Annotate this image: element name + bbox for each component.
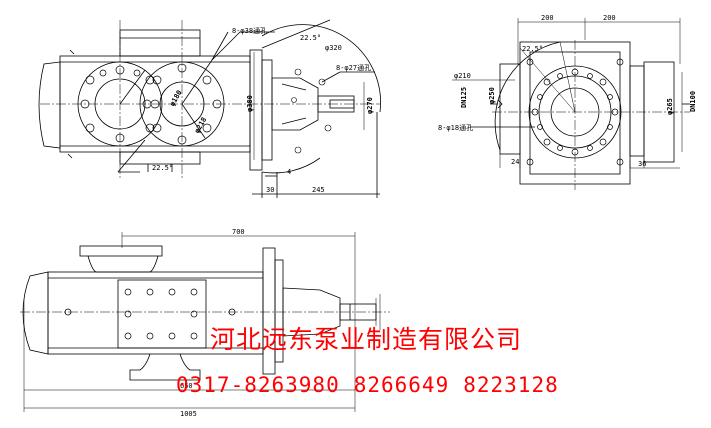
phone-1: 0317-8263980 bbox=[176, 373, 340, 397]
phone-numbers: 0317-8263980 8266649 8223128 bbox=[176, 373, 573, 397]
dimension-labels: 8-φ38通孔 22.5° φ320 8-φ27通孔 φ180 φ218 φ38… bbox=[152, 14, 697, 418]
dim-650-label: 650 bbox=[180, 382, 193, 390]
bottom-view bbox=[20, 232, 390, 412]
dim-380-label: φ380 bbox=[246, 95, 254, 112]
inlet-label: DN125 bbox=[460, 87, 468, 108]
dim-270-label: φ270 bbox=[366, 97, 374, 114]
dim-30-label: 30 bbox=[266, 186, 274, 194]
phone-2: 8266649 bbox=[353, 373, 450, 397]
bolt-callout-2: 8-φ27通孔 bbox=[336, 63, 371, 72]
phone-3: 8223128 bbox=[463, 373, 559, 397]
bolt-callout-1: 8-φ38通孔 bbox=[232, 26, 267, 35]
dia-180-label: φ180 bbox=[168, 89, 183, 108]
dim-24-label: 24 bbox=[511, 158, 519, 166]
company-name: 河北远东泵业制造有限公司 bbox=[210, 325, 523, 354]
dim-245-label: 245 bbox=[312, 186, 325, 194]
outlet-label: DN100 bbox=[689, 91, 697, 112]
dim-700-label: 700 bbox=[232, 228, 245, 236]
angle-top-label: 22.5° bbox=[300, 34, 321, 42]
top-right-view bbox=[452, 18, 690, 190]
dia-210-label: φ210 bbox=[454, 72, 471, 80]
angle-right-label: 22.5° bbox=[522, 45, 543, 53]
dim-36-label: 36 bbox=[638, 160, 646, 168]
angle-bottom-label: 22.5° bbox=[152, 164, 173, 172]
dim-265-label: φ265 bbox=[666, 98, 674, 115]
dim-200-right-label: 200 bbox=[603, 14, 616, 22]
dim-200-left-label: 200 bbox=[541, 14, 554, 22]
dim-4-label: 4 bbox=[287, 168, 291, 176]
bolt-callout-right: 8-φ18通孔 bbox=[438, 123, 473, 132]
dim-1005-label: 1005 bbox=[180, 410, 197, 418]
dia-250-label: φ250 bbox=[488, 87, 496, 104]
dia-320-label: φ320 bbox=[325, 44, 342, 52]
top-left-view bbox=[38, 19, 381, 198]
